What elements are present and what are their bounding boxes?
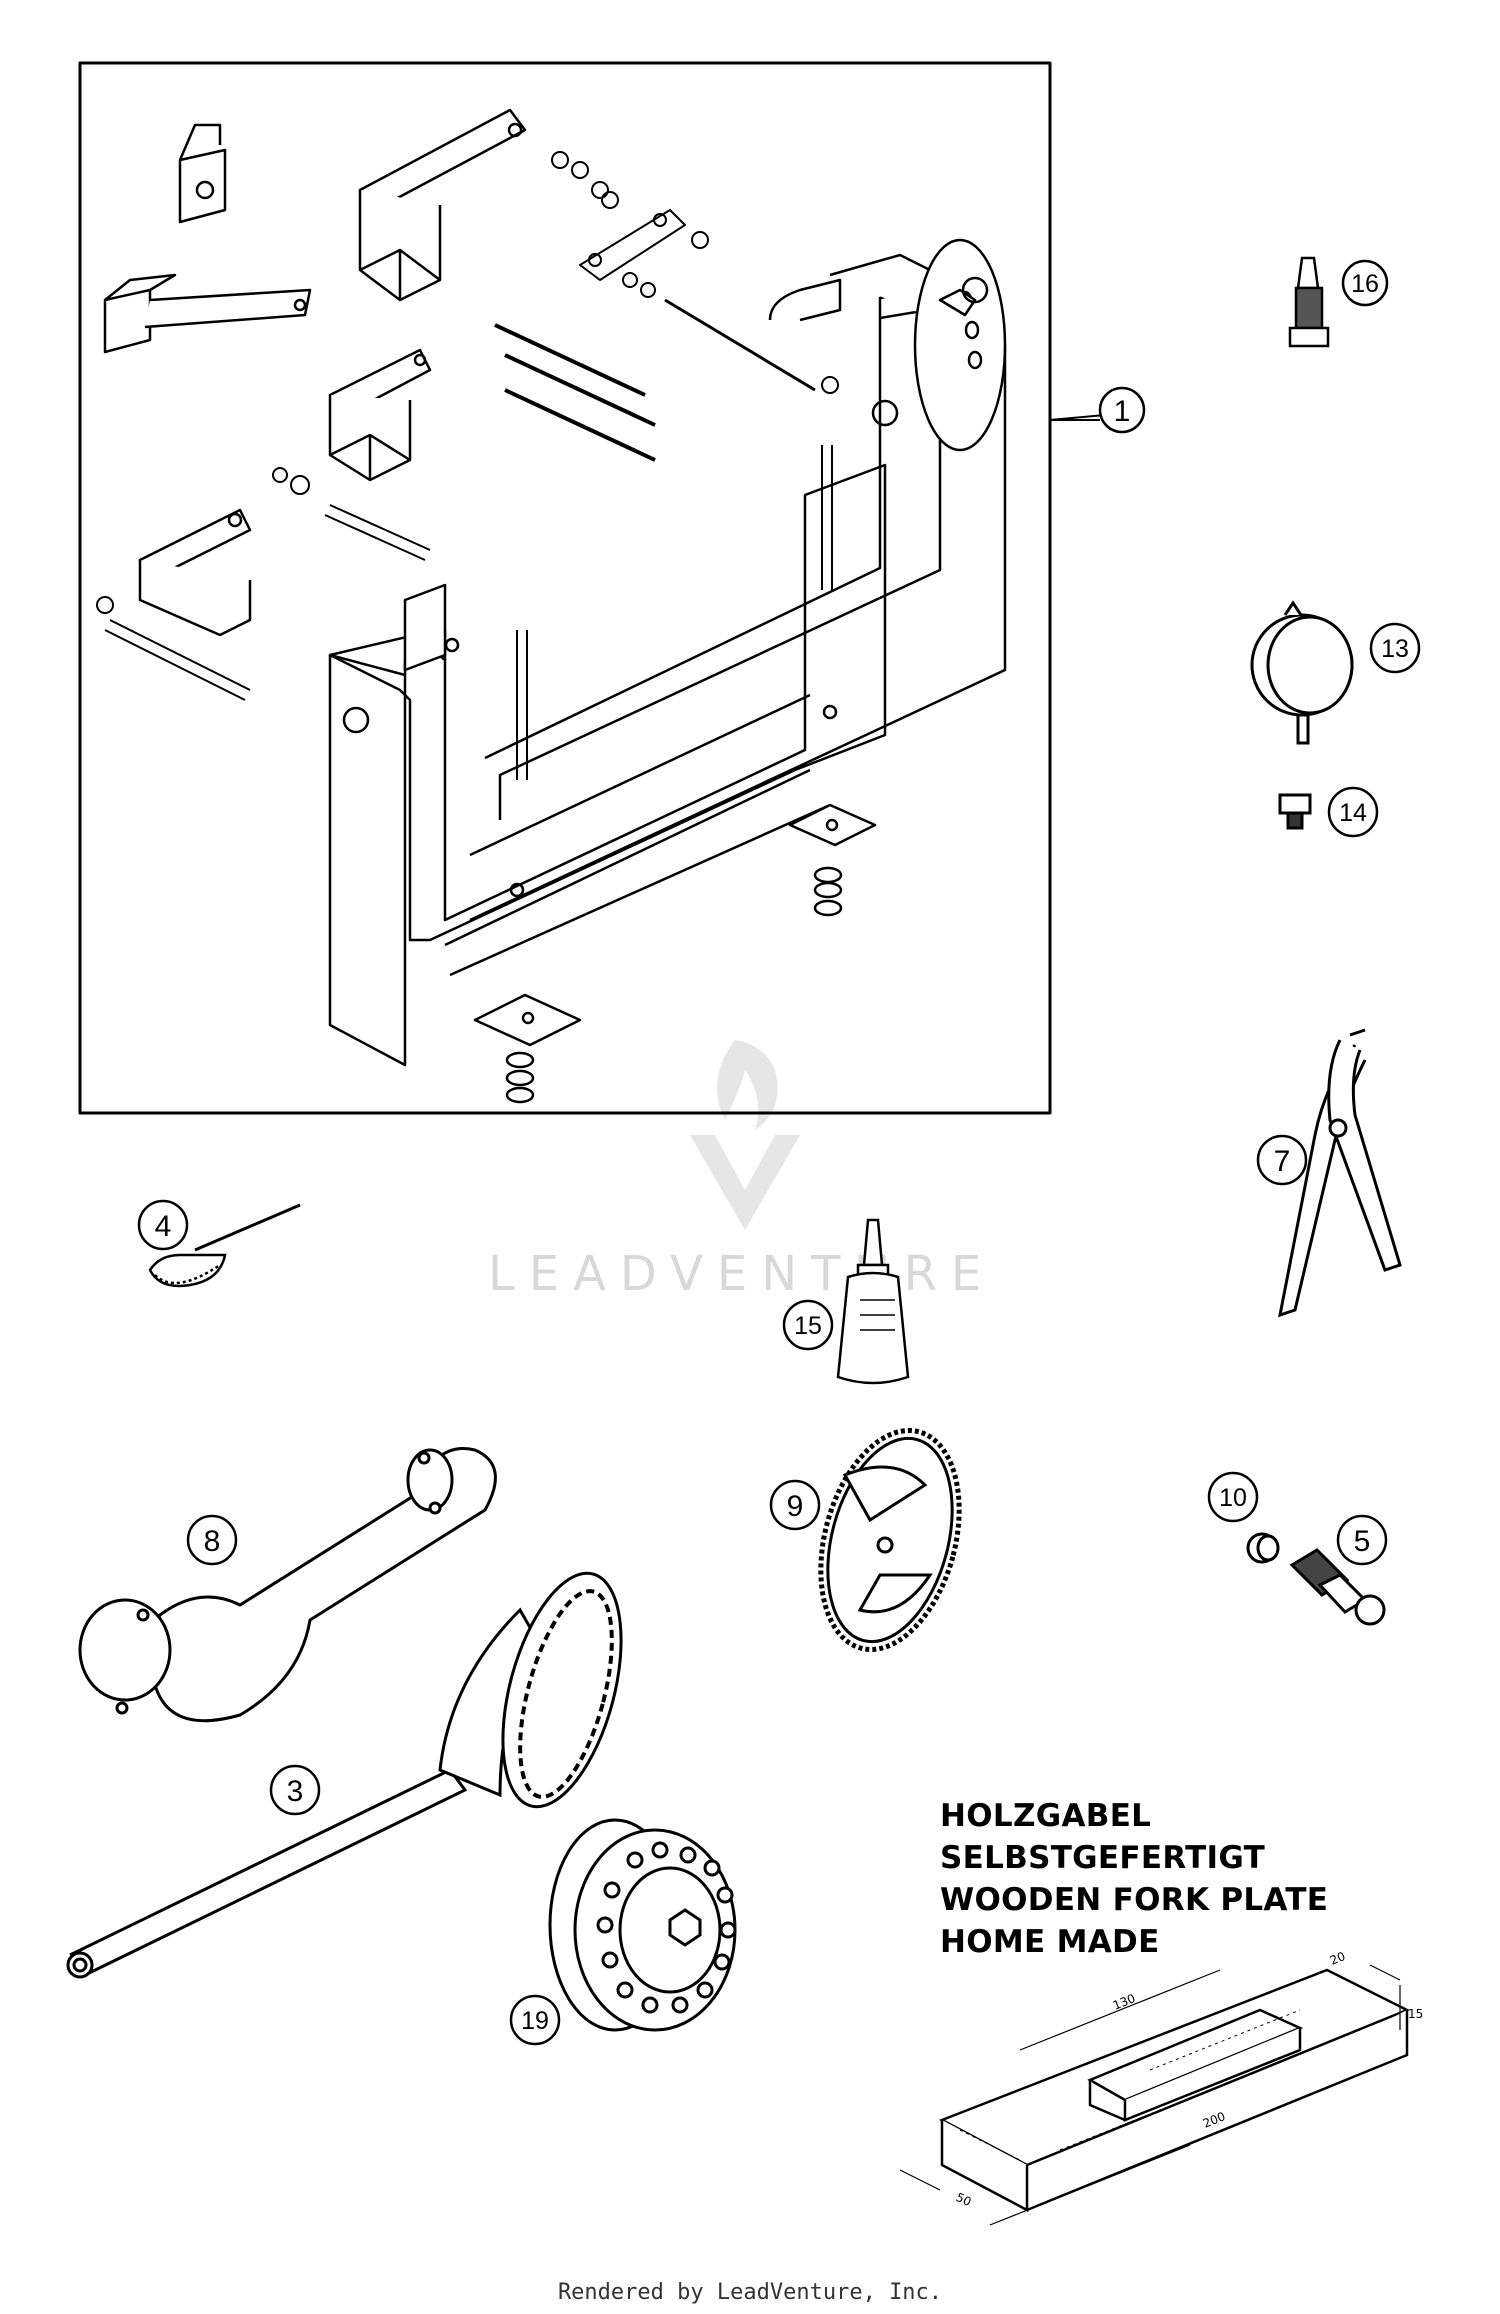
- callout-13: 13: [1369, 622, 1421, 674]
- kit-square-tube-bracket-3: [138, 508, 252, 637]
- part-4-ignition-gauge: [148, 1203, 301, 1288]
- kit-square-tube-arm: [103, 273, 312, 354]
- kit-square-tube-bracket-1: [358, 108, 527, 302]
- stand-mounting-disc: [768, 238, 1007, 452]
- part-13-dial-gauge: [1250, 600, 1354, 745]
- svg-text:7: 7: [1274, 1145, 1291, 1178]
- part-10-bushing: [1246, 1532, 1280, 1564]
- part-14-adapter: [1278, 793, 1312, 830]
- stand-u-frame: [328, 286, 1007, 1067]
- callout-4: 4: [137, 1199, 189, 1251]
- part-9-holding-disc: [818, 1428, 962, 1652]
- callout-14: 14: [1327, 786, 1379, 838]
- svg-text:16: 16: [1351, 270, 1379, 298]
- callout-5: 5: [1336, 1514, 1388, 1566]
- watermark-text: LEADVENTURE: [488, 1246, 995, 1302]
- footer-credit: Rendered by LeadVenture, Inc.: [557, 2280, 943, 2305]
- svg-text:3: 3: [287, 1775, 304, 1808]
- note-line-1: HOLZGABEL: [940, 1798, 1152, 1834]
- note-line-2: SELBSTGEFERTIGT: [940, 1840, 1266, 1876]
- svg-text:1: 1: [1114, 395, 1131, 428]
- part-15-grease-tube: [836, 1218, 910, 1385]
- part-3-clutch-holder: [66, 1571, 623, 1979]
- callout-3: 3: [269, 1764, 321, 1816]
- callout-1: 1: [1049, 386, 1146, 434]
- svg-text:13: 13: [1381, 635, 1409, 663]
- note-line-3: WOODEN FORK PLATE: [940, 1882, 1329, 1918]
- kit-small-bracket: [178, 123, 227, 224]
- kit-frame-box: [78, 61, 1052, 1115]
- svg-text:19: 19: [521, 2007, 549, 2035]
- kit-foot-plates: [473, 803, 877, 1104]
- watermark: LEADVENTURE: [488, 1040, 995, 1302]
- callout-15: 15: [782, 1299, 834, 1351]
- callout-9: 9: [769, 1479, 821, 1531]
- dim-width-base: 50: [954, 2190, 974, 2209]
- dim-length-top: 130: [1111, 1991, 1137, 2013]
- callout-19: 19: [509, 1994, 561, 2046]
- part-5-puller: [1289, 1548, 1386, 1626]
- part-19-rotor-puller: [548, 1818, 737, 2032]
- part-1-engine-stand: [78, 61, 1052, 1115]
- svg-text:4: 4: [155, 1210, 172, 1243]
- svg-text:14: 14: [1339, 799, 1367, 827]
- svg-text:8: 8: [204, 1525, 221, 1558]
- callout-10: 10: [1207, 1471, 1259, 1523]
- wooden-fork-plate-drawing: [899, 1964, 1411, 2226]
- svg-text:9: 9: [787, 1490, 804, 1523]
- kit-square-tube-bracket-2: [328, 348, 432, 482]
- note-line-4: HOME MADE: [940, 1924, 1160, 1960]
- callout-8: 8: [186, 1514, 238, 1566]
- dim-width-top: 20: [1328, 1949, 1347, 1968]
- svg-text:10: 10: [1219, 1484, 1247, 1512]
- callout-7: 7: [1256, 1134, 1308, 1186]
- wooden-fork-note: HOLZGABEL SELBSTGEFERTIGT WOODEN FORK PL…: [940, 1795, 1328, 1963]
- part-16-threadlock: [1288, 256, 1330, 348]
- callout-16: 16: [1341, 259, 1389, 307]
- part-8-pin-wrench: [78, 1447, 497, 1723]
- dim-height: 15: [1408, 2007, 1423, 2021]
- svg-text:15: 15: [794, 1312, 822, 1340]
- kit-bolts: [96, 151, 839, 780]
- svg-text:5: 5: [1354, 1525, 1371, 1558]
- part-7-circlip-pliers: [1278, 1028, 1402, 1318]
